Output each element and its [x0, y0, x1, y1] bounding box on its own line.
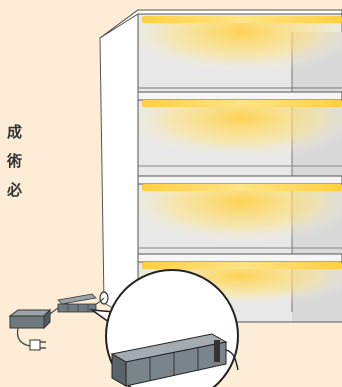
led-strip-2	[142, 100, 342, 107]
shelf-2	[138, 92, 342, 174]
plug-icon	[30, 340, 46, 350]
shelf-4-board	[138, 254, 342, 262]
led-strip-3	[142, 184, 342, 191]
cabinet-side-panel	[100, 10, 138, 322]
shelf-1-glow	[140, 18, 342, 88]
led-strip-1	[142, 16, 342, 23]
power-adapter-icon	[10, 310, 50, 328]
shelf-3-board	[138, 176, 342, 184]
shelf-1	[138, 16, 342, 88]
led-strip-4	[142, 262, 342, 269]
shelf-3	[138, 176, 342, 258]
shelf-2-glow	[140, 104, 342, 174]
cabinet	[100, 10, 342, 322]
shelf-2-board	[138, 92, 342, 100]
